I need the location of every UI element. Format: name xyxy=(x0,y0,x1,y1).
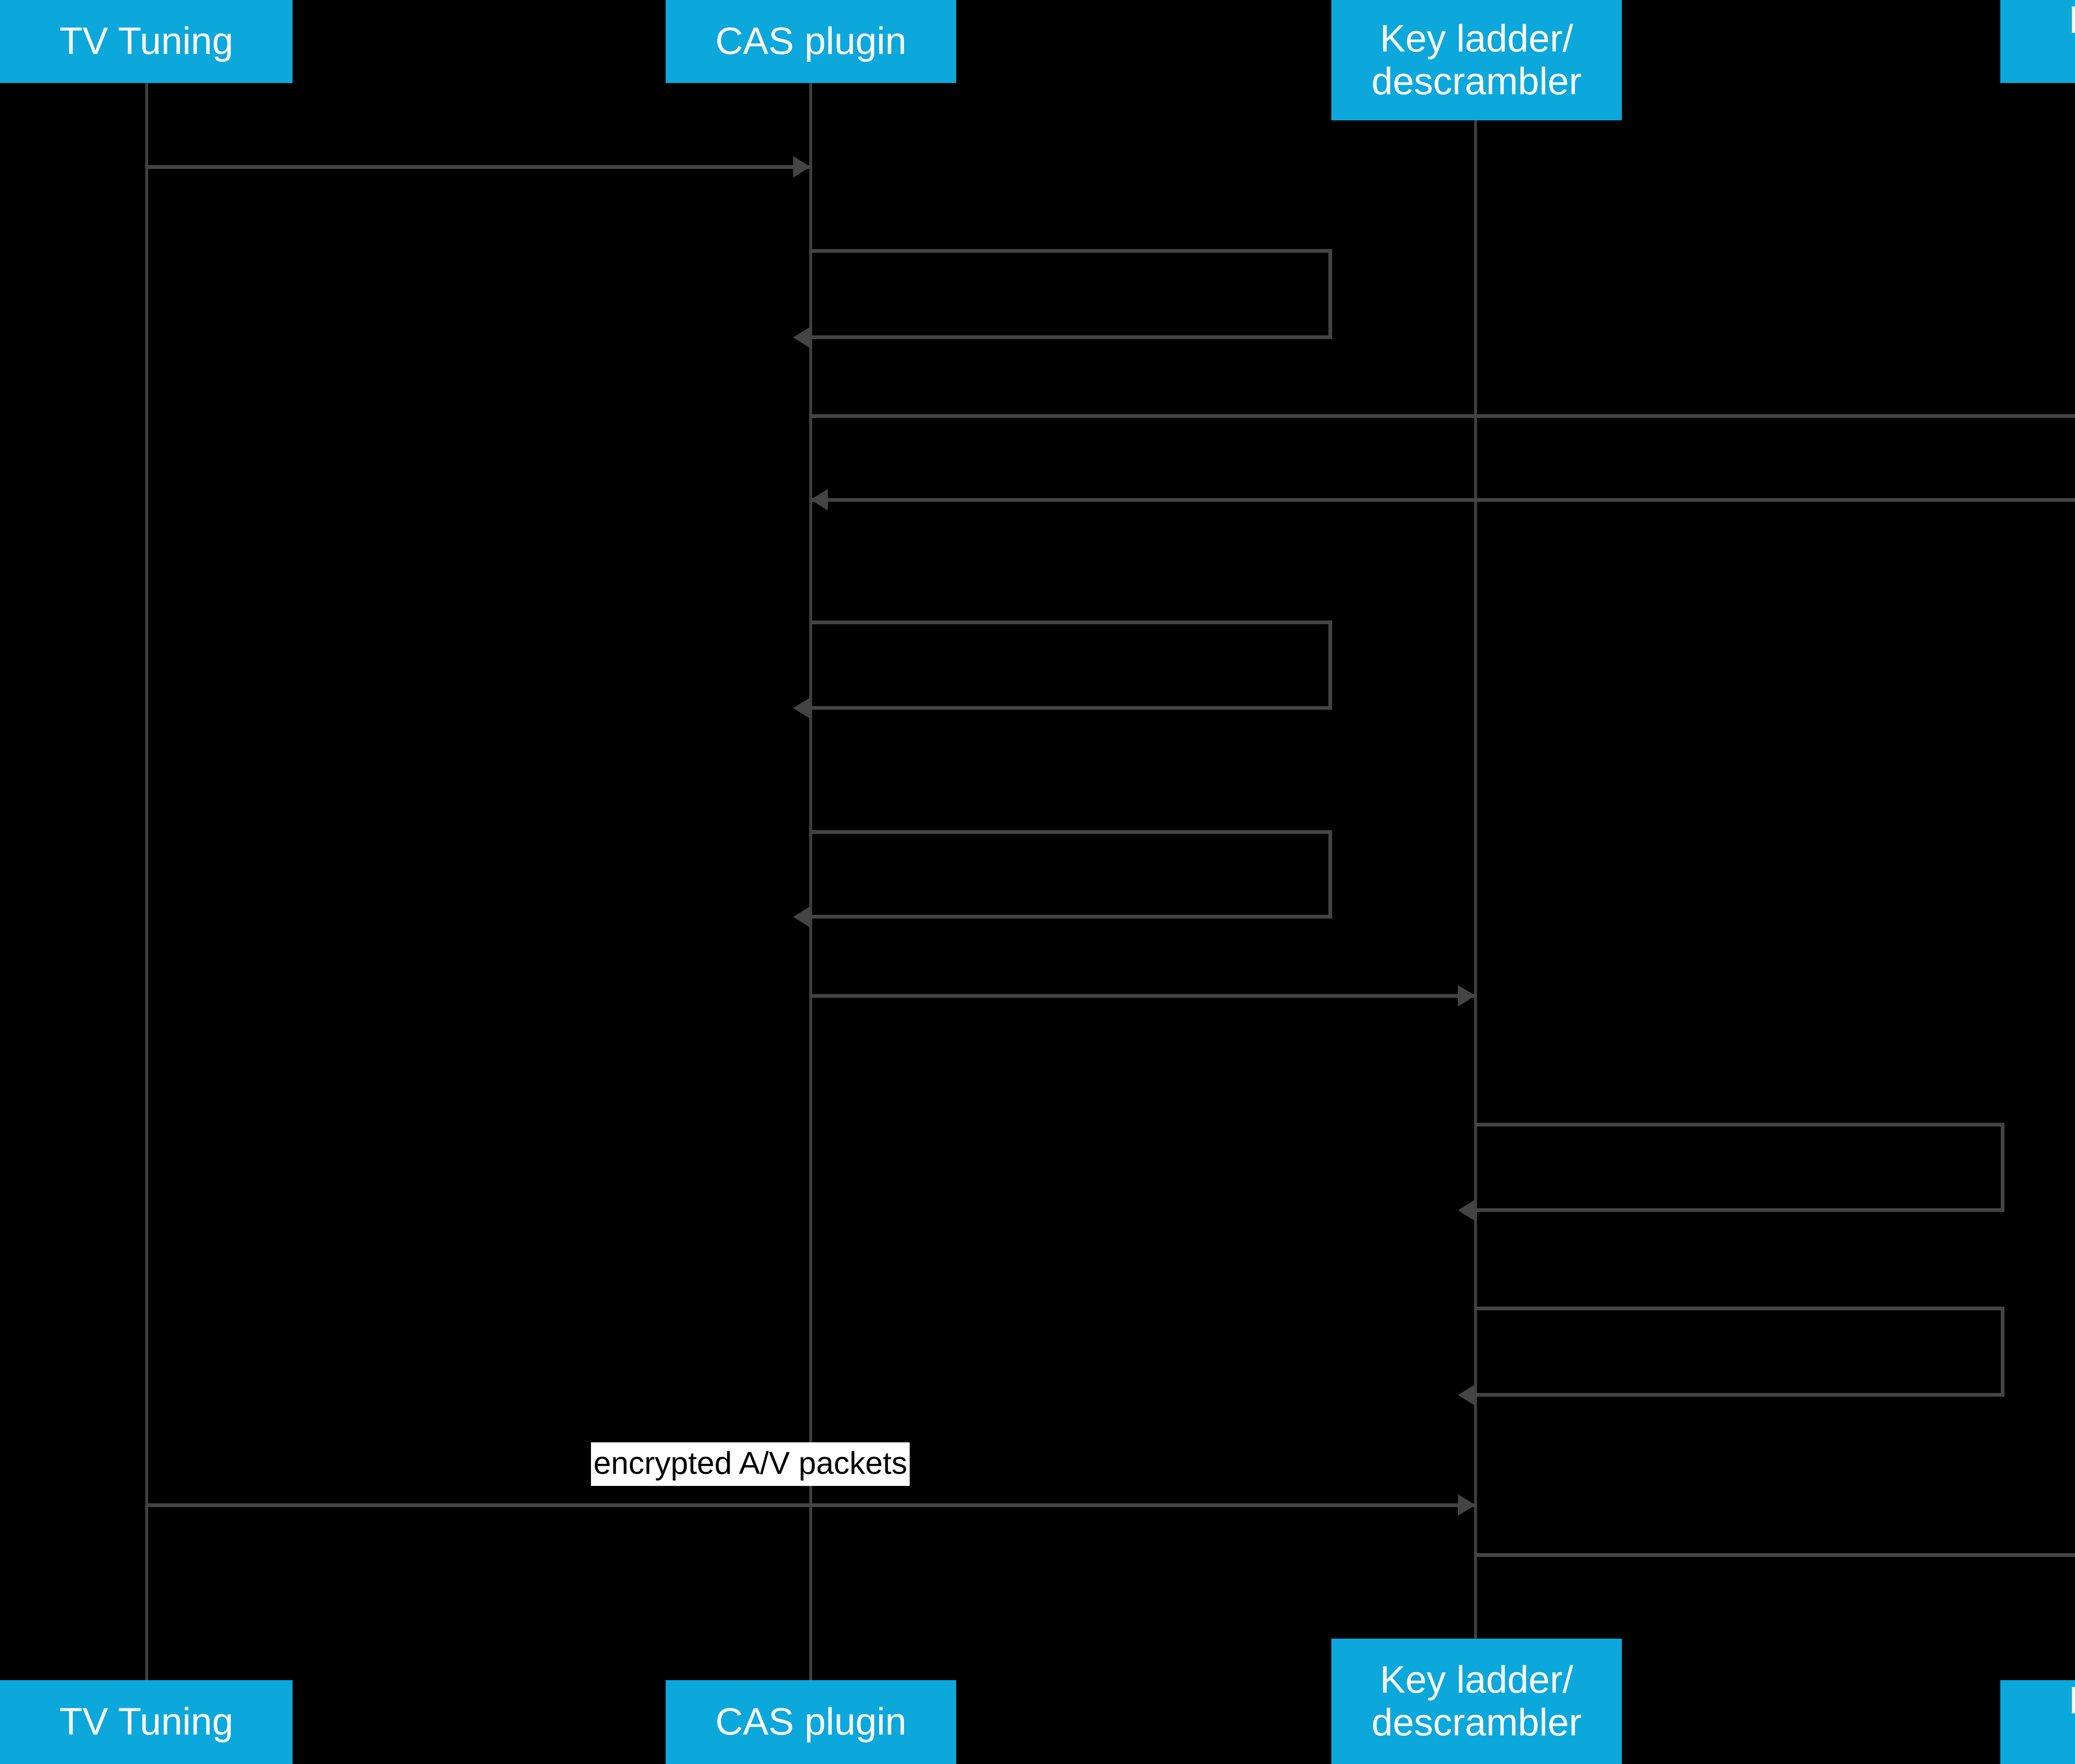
message-line-m10 xyxy=(146,1503,1475,1507)
self-message-loop-m6 xyxy=(810,830,1332,919)
lifeline-cas xyxy=(809,83,812,1680)
message-line-m1 xyxy=(146,165,810,169)
participant-head-ladder[interactable]: Key ladder/ descrambler xyxy=(1331,0,1622,120)
participant-foot-cas[interactable]: CAS plugin xyxy=(666,1680,956,1764)
arrowhead-m9 xyxy=(1458,1384,1475,1406)
lifeline-tv xyxy=(145,83,148,1680)
self-message-loop-m2 xyxy=(810,249,1332,339)
message-line-m11 xyxy=(1475,1553,2075,1557)
arrowhead-m7 xyxy=(1458,985,1475,1007)
participant-foot-decode[interactable]: Decode, display xyxy=(2000,1679,2075,1764)
arrowhead-m8 xyxy=(1458,1200,1475,1221)
message-line-m7 xyxy=(810,994,1475,998)
message-line-m4 xyxy=(810,498,2075,502)
self-message-loop-m8 xyxy=(1475,1123,2004,1212)
participant-foot-tv[interactable]: TV Tuning xyxy=(0,1680,293,1764)
arrowhead-m4 xyxy=(810,489,828,511)
participant-head-decode[interactable]: Decode, display xyxy=(2000,0,2075,83)
message-line-m3 xyxy=(810,414,2075,418)
self-message-loop-m5 xyxy=(810,621,1332,710)
self-message-loop-m9 xyxy=(1475,1307,2004,1397)
participant-head-tv[interactable]: TV Tuning xyxy=(0,0,293,83)
lifeline-ladder xyxy=(1474,120,1477,1639)
arrowhead-m2 xyxy=(793,327,810,348)
participant-head-cas[interactable]: CAS plugin xyxy=(666,0,956,83)
participant-foot-ladder[interactable]: Key ladder/ descrambler xyxy=(1331,1639,1622,1764)
arrowhead-m1 xyxy=(793,156,810,178)
arrowhead-m10 xyxy=(1458,1494,1475,1516)
arrowhead-m5 xyxy=(793,697,810,719)
arrowhead-m6 xyxy=(793,906,810,928)
message-label-m10: encrypted A/V packets xyxy=(591,1442,910,1486)
